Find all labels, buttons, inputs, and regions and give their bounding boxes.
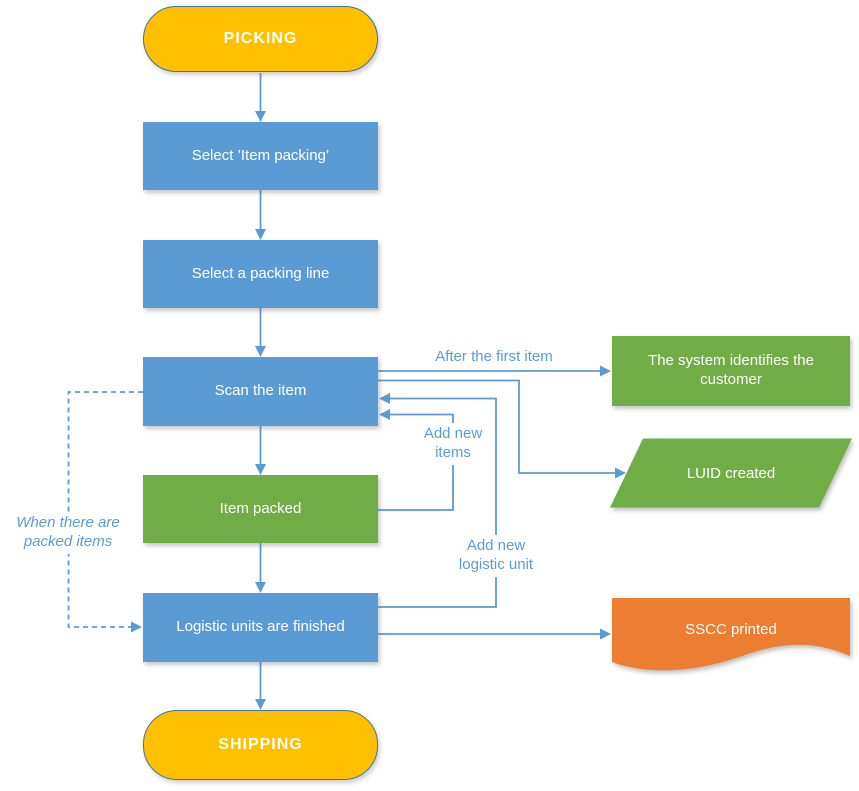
- arrow-select-packing-line-to-scan-item: [255, 308, 266, 357]
- parallelogram-shape: [610, 438, 852, 508]
- arrow-logistic-units-to-sscc-printed: [378, 628, 611, 640]
- node-logistic-units-finished-label: Logistic units are finished: [176, 618, 345, 636]
- node-system-identifies-customer-label: The system identifies the customer: [648, 352, 814, 388]
- node-item-packed: Item packed: [143, 475, 378, 543]
- node-system-identifies-customer: The system identifies the customer: [612, 336, 850, 406]
- node-picking: PICKING: [143, 6, 378, 72]
- node-select-item-packing: Select ’Item packing’: [143, 122, 378, 190]
- edge-label-add-new-logistic-unit: Add new logistic unit: [446, 535, 546, 577]
- node-logistic-units-finished: Logistic units are finished: [143, 593, 378, 662]
- node-shipping-label: SHIPPING: [218, 736, 303, 753]
- edge-label-add-new-items: Add new items: [415, 423, 491, 465]
- node-item-packed-label: Item packed: [219, 499, 302, 517]
- node-scan-item: Scan the item: [143, 357, 378, 426]
- dashed-arrow-scan-item-to-logistic-units: [67, 391, 143, 633]
- arrow-logistic-units-to-shipping: [255, 662, 266, 710]
- node-sscc-printed: SSCC printed: [612, 598, 850, 678]
- document-shape: [612, 598, 850, 671]
- node-picking-label: PICKING: [223, 30, 298, 47]
- node-luid-created-label: LUID created: [686, 464, 776, 482]
- node-shipping: SHIPPING: [143, 710, 378, 780]
- node-select-packing-line-label: Select a packing line: [191, 264, 330, 282]
- arrow-scan-item-to-luid-created: [378, 379, 626, 479]
- arrow-item-packed-to-logistic-units: [255, 543, 266, 593]
- arrow-logistic-units-to-scan-item-add-new-logistic-unit: [378, 393, 497, 608]
- arrow-scan-item-to-item-packed: [255, 426, 266, 475]
- node-select-packing-line: Select a packing line: [143, 240, 378, 308]
- node-luid-created: LUID created: [610, 438, 852, 508]
- arrow-scan-item-to-system-identifies-customer: [378, 365, 611, 377]
- node-select-item-packing-label: Select ’Item packing’: [191, 146, 330, 164]
- arrow-picking-to-select-item-packing: [255, 73, 266, 122]
- node-sscc-printed-label: SSCC printed: [685, 620, 777, 638]
- node-scan-item-label: Scan the item: [214, 382, 307, 400]
- edge-label-after-first-item: After the first item: [435, 348, 553, 365]
- arrow-select-item-packing-to-select-packing-line: [255, 190, 266, 240]
- edge-label-when-packed-items: When there are packed items: [3, 512, 133, 554]
